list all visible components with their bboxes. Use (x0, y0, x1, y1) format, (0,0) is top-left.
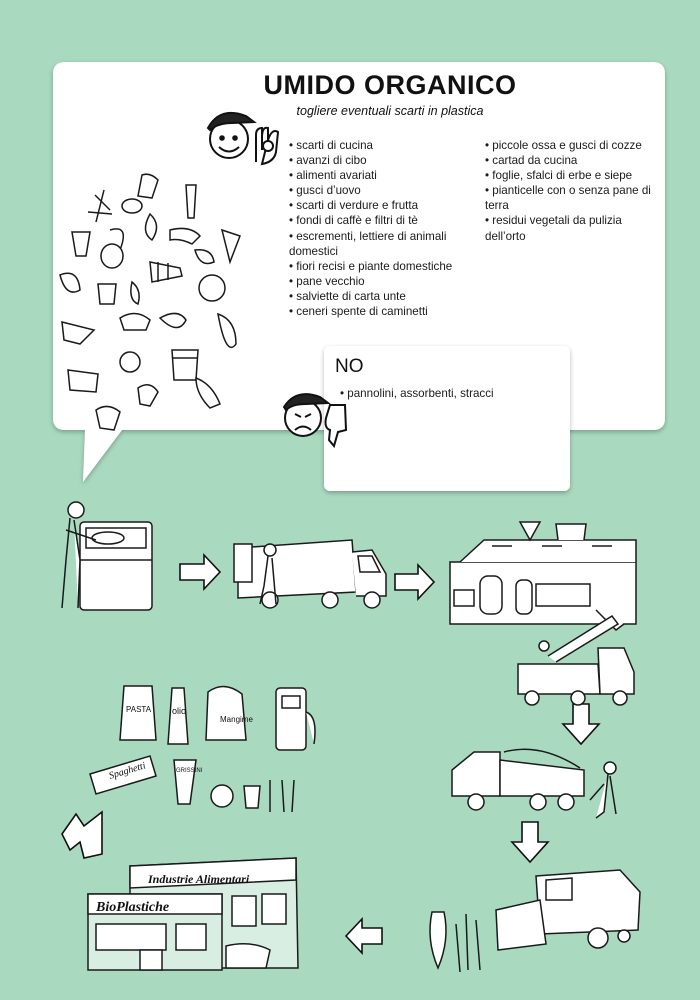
arrow-down-icon (510, 821, 550, 864)
list-item: pannolini, assorbenti, stracci (340, 386, 560, 401)
list-item: escrementi, lettiere di animali domestic… (289, 229, 474, 259)
arrow-right-icon (179, 552, 222, 592)
combine-harvester (429, 869, 641, 973)
arrow-right-icon (394, 562, 436, 602)
list-item: salviette di carta unte (289, 289, 474, 304)
page-title: UMIDO ORGANICO (263, 70, 517, 100)
compost-truck (517, 614, 635, 706)
list-item: cartad da cucina (485, 153, 655, 168)
list-item: foglie, sfalci di erbe e siepe (485, 168, 655, 183)
flow-arrows (61, 552, 601, 956)
list-item: pianticelle con o senza pane di terra (485, 183, 655, 213)
happy-face-icon (206, 112, 257, 159)
thumbs-down-icon (324, 404, 348, 449)
spreader-truck (451, 748, 617, 819)
yes-list-left: scarti di cucina avanzi di cibo alimenti… (289, 138, 474, 319)
list-item: piccole ossa e gusci di cozze (485, 138, 655, 153)
food-products (89, 685, 316, 813)
mangime-label: Mangime (220, 715, 253, 724)
composting-plant (449, 521, 637, 631)
no-heading: NO (335, 356, 364, 377)
list-item: ceneri spente di caminetti (289, 304, 474, 319)
recycle-arrow-icon (61, 810, 103, 859)
list-item: scarti di cucina (289, 138, 474, 153)
no-box (324, 346, 570, 491)
industry-sign: Industrie Alimentari (147, 872, 250, 886)
list-item: fiori recisi e piante domestiche (289, 259, 474, 274)
ok-hand-icon (255, 126, 280, 166)
list-item: alimenti avariati (289, 168, 474, 183)
arrow-left-icon (344, 916, 383, 956)
pasta-label: PASTA (126, 705, 152, 714)
olio-label: olio (172, 706, 186, 716)
arrow-down-icon (561, 703, 601, 746)
sad-face-icon (282, 393, 331, 437)
garbage-truck (233, 539, 387, 609)
bioplastics-sign: BioPlastiche (95, 900, 169, 915)
list-item: scarti di verdure e frutta (289, 198, 474, 213)
food-waste-illustrations (59, 173, 241, 431)
yes-list-right: piccole ossa e gusci di cozze cartad da … (485, 138, 655, 244)
list-item: fondi di caffè e filtri di tè (289, 213, 474, 228)
page-subtitle: togliere eventuali scarti in plastica (296, 104, 484, 118)
grissini-label: GRISSINI (176, 768, 203, 774)
no-list: pannolini, assorbenti, stracci (340, 386, 560, 401)
list-item: pane vecchio (289, 274, 474, 289)
list-item: gusci d’uovo (289, 183, 474, 198)
person-disposing-waste (61, 501, 153, 611)
list-item: avanzi di cibo (289, 153, 474, 168)
list-item: residui vegetali da pulizia dell’orto (485, 213, 655, 243)
industry-buildings (87, 857, 299, 971)
